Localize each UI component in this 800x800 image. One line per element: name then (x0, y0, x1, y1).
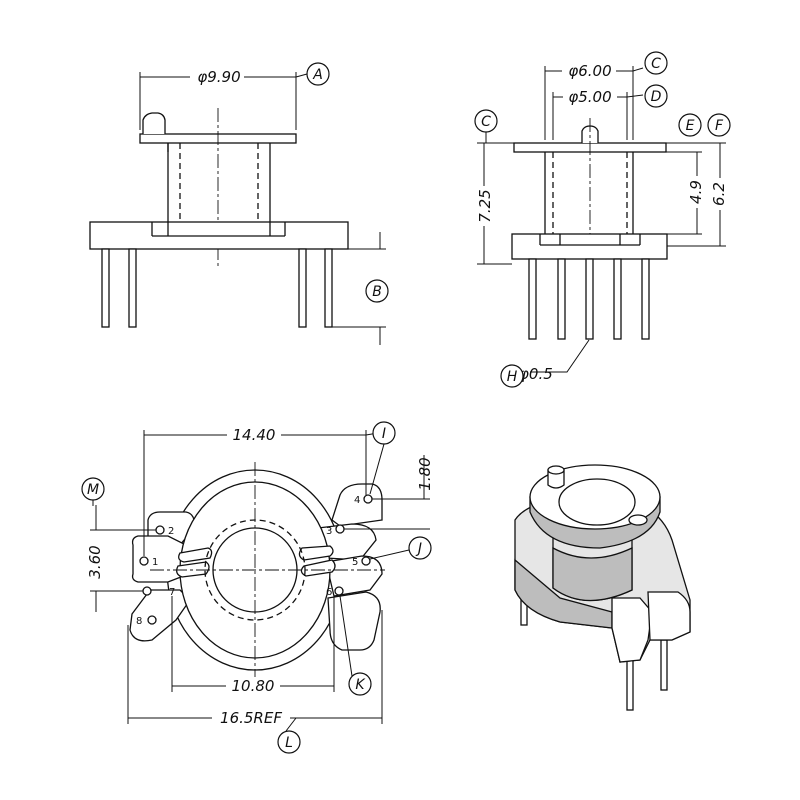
lug-pin-5 (325, 555, 383, 597)
dim-width-bottom: 14.40 (233, 426, 276, 444)
svg-text:I: I (382, 426, 386, 442)
svg-text:J: J (415, 541, 422, 557)
callout-C-top: C (644, 51, 668, 75)
callout-A: A (306, 62, 330, 86)
pin-number-1: 1 (152, 557, 158, 568)
dim-pin-span: 3.60 (86, 545, 104, 578)
iso-pin-3 (660, 639, 668, 691)
front-pin-4 (324, 248, 333, 328)
dim-height-62: 6.2 (710, 182, 728, 206)
dim-height-49: 4.9 (687, 180, 705, 204)
dim-width-top: φ9.90 (197, 68, 240, 86)
callout-B: B (365, 279, 389, 303)
svg-text:C: C (651, 56, 661, 72)
side-pin-3 (585, 258, 594, 340)
side-pin-5 (641, 258, 650, 340)
front-view: φ9.90 (89, 68, 386, 345)
iso-top-bore (558, 478, 636, 526)
svg-text:K: K (355, 677, 366, 693)
dim-overall: 16.5REF (220, 709, 282, 727)
svg-text:E: E (686, 118, 695, 134)
lug-pin-8 (129, 589, 191, 642)
pin-number-2: 2 (168, 526, 174, 537)
svg-text:L: L (285, 735, 293, 751)
dim-outer-dia: φ6.00 (568, 62, 611, 80)
front-pin-2 (128, 248, 137, 328)
slot-right-top (298, 545, 334, 561)
callout-M: M (81, 477, 105, 501)
dim-pin-dia: φ0.5 (519, 365, 553, 383)
slot-left-top (178, 547, 213, 563)
dim-height-total: 7.25 (476, 189, 494, 222)
callout-L: L (277, 730, 301, 754)
front-pin-3 (298, 248, 307, 328)
side-pin-2 (557, 258, 566, 340)
iso-pin-2 (626, 654, 634, 711)
callout-K: K (348, 672, 372, 696)
callout-J: J (408, 536, 432, 560)
dim-inner-dia: φ5.00 (568, 88, 611, 106)
dim-inner-span: 10.80 (232, 677, 275, 695)
pin-number-7: 7 (169, 587, 175, 598)
pin-number-6: 6 (326, 587, 332, 598)
callouts: A B C D C E F H (81, 51, 731, 754)
pin-number-5: 5 (352, 557, 358, 568)
top-nub (142, 112, 166, 134)
lug-pin-6 (327, 591, 381, 651)
callout-H: H (500, 364, 524, 388)
callout-E: E (678, 113, 702, 137)
callout-F: F (707, 113, 731, 137)
bottom-view: 1 2 3 4 5 6 7 8 14.40 1.80 3.60 10.80 (86, 426, 434, 727)
callout-D: D (644, 84, 668, 108)
side-base (511, 233, 668, 260)
svg-text:C: C (481, 114, 491, 130)
isometric-view (514, 464, 691, 711)
side-pin-1 (528, 258, 537, 340)
svg-text:A: A (312, 67, 323, 83)
dim-pin-pitch-v: 1.80 (416, 457, 434, 490)
svg-text:F: F (715, 118, 724, 134)
callout-I: I (372, 421, 396, 445)
pin-number-4: 4 (354, 495, 360, 506)
side-view: φ6.00 φ5.00 7.25 4.9 6.2 φ0.5 (474, 62, 730, 383)
front-pin-1 (101, 248, 110, 328)
svg-text:B: B (372, 284, 382, 300)
svg-text:M: M (87, 482, 99, 498)
pin-number-3: 3 (326, 526, 332, 537)
svg-text:D: D (651, 89, 662, 105)
svg-text:H: H (507, 369, 518, 385)
side-pin-4 (613, 258, 622, 340)
slot-left-bottom (176, 561, 210, 578)
pin-number-8: 8 (136, 616, 142, 627)
callout-C-left: C (474, 109, 498, 133)
